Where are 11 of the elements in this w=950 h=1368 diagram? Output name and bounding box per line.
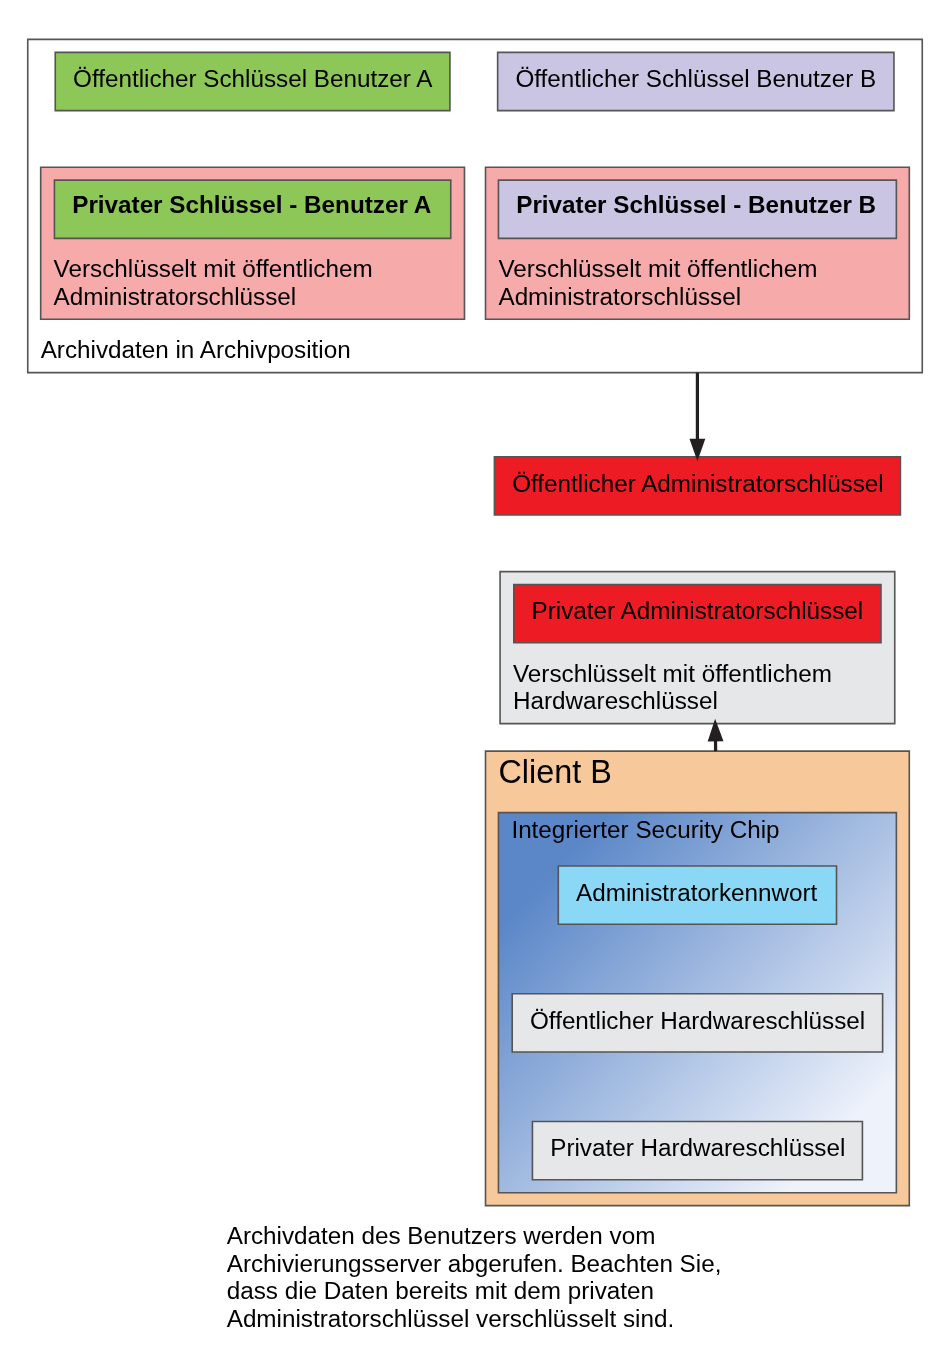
node-box: Privater Hardwareschlüssel <box>531 1120 864 1181</box>
node-box: Privater Schlüssel - Benutzer B <box>497 179 898 240</box>
arrow <box>689 372 706 462</box>
node-box: Privater Administratorschlüssel <box>513 583 882 644</box>
node-box: Privater Schlüssel - Benutzer A <box>53 179 452 240</box>
node-box: Öffentlicher Schlüssel Benutzer A <box>54 51 451 112</box>
caption: Archivdaten des Benutzers werden vom Archivierungsserver abgerufen. Beachten Sie, dass die Daten bereits mit dem privaten Administratorschlüssel verschlüsselt sind. <box>226 1222 722 1332</box>
node-box: Administratorkennwort <box>557 865 838 925</box>
node-box: Öffentlicher Hardwareschlüssel <box>511 992 884 1053</box>
node-box: Öffentlicher Schlüssel Benutzer B <box>496 51 895 112</box>
node-box: Öffentlicher Administratorschlüssel <box>493 455 902 516</box>
